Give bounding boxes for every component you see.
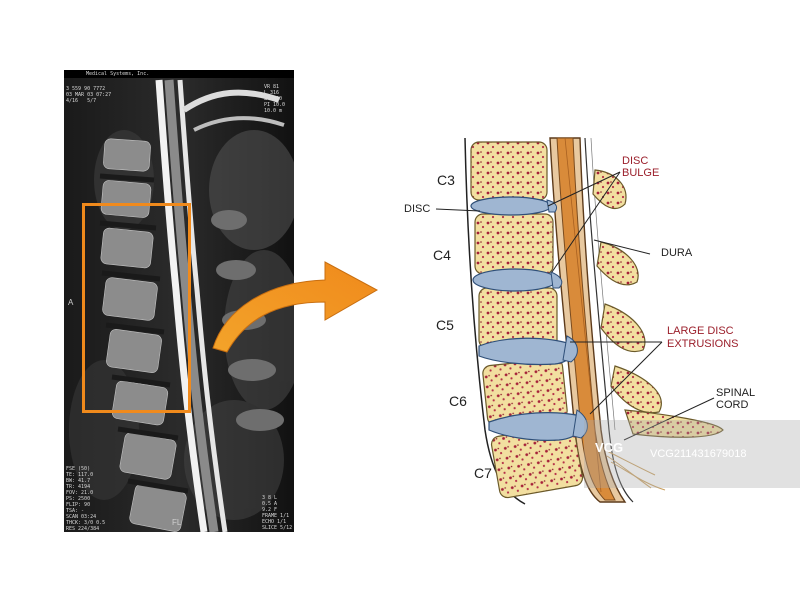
watermark-logo: VCG: [595, 440, 624, 455]
mri-bottom-right-text: 3 8 L 0.5 A 9.2 F FRAME 1/1 ECHO 1/1 SLI…: [262, 495, 293, 531]
level-label-c7: C7: [474, 465, 492, 481]
mri-side-label: A: [68, 298, 74, 307]
label-disc: DISC: [404, 203, 431, 215]
label-spinal-cord-line1: SPINAL: [716, 387, 756, 399]
level-label-c6: C6: [449, 393, 467, 409]
label-extrusions-line1: LARGE DISC: [667, 325, 734, 337]
label-dura: DURA: [661, 247, 693, 259]
watermark-id: VCG211431679018: [650, 448, 747, 460]
mri-top-right-text: VR 81 L 316 Z 1.00 PI 10.0 10.0 m: [264, 84, 286, 114]
label-disc-bulge-line2: BULGE: [622, 167, 660, 179]
mri-bottom-center-label: FL: [172, 518, 182, 527]
region-of-interest-box: [82, 203, 191, 413]
level-label-c5: C5: [436, 317, 454, 333]
label-disc-bulge-line1: DISC: [622, 155, 649, 167]
watermark-overlay: [584, 420, 800, 488]
label-extrusions-line2: EXTRUSIONS: [667, 338, 739, 350]
mri-bottom-left-text: FSE (50) TE: 117.0 BW: 41.7 TR: 4194 FOV…: [66, 466, 106, 532]
label-spinal-cord-line2: CORD: [716, 399, 749, 411]
curved-arrow-icon: [212, 261, 379, 353]
mri-top-left-text: 3 559 90 7772 03 MAR 03 07:27 4/16 5/7: [66, 86, 112, 104]
level-label-c3: C3: [437, 172, 455, 188]
level-label-c4: C4: [433, 247, 451, 263]
cervical-spine-illustration: [464, 137, 724, 505]
mri-header-text: Medical Systems, Inc.: [86, 71, 150, 77]
